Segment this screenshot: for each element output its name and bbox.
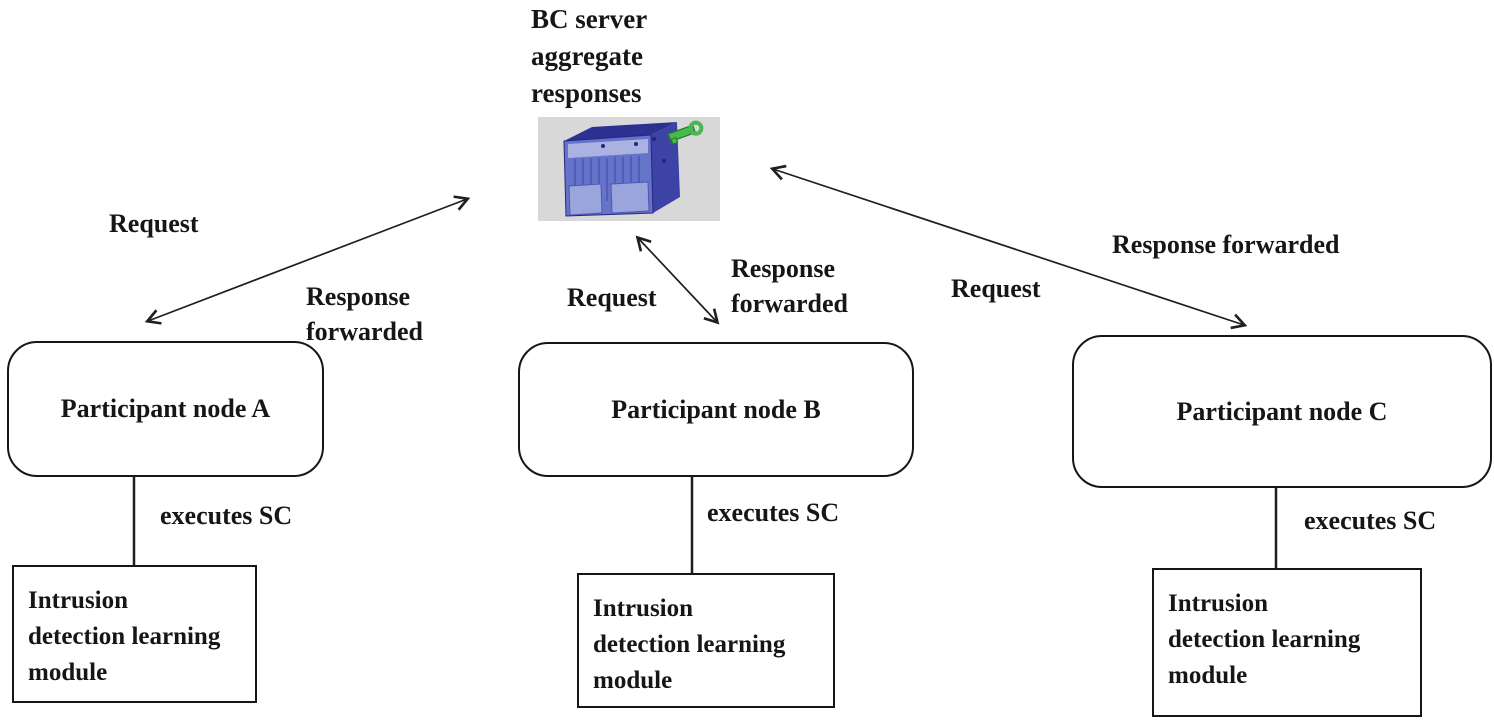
response-label-middle: Response forwarded bbox=[731, 254, 848, 318]
request-label-right: Request bbox=[951, 274, 1041, 303]
module-box-b: Intrusion detection learning module bbox=[577, 573, 835, 708]
participant-node-c: Participant node C bbox=[1072, 335, 1492, 488]
blockchain-server-icon bbox=[538, 117, 720, 221]
module-box-a: Intrusion detection learning module bbox=[12, 565, 257, 703]
module-box-c: Intrusion detection learning module bbox=[1152, 568, 1422, 717]
arrow-server-node-a bbox=[144, 195, 471, 325]
participant-node-a: Participant node A bbox=[7, 341, 324, 477]
executes-sc-label-b: executes SC bbox=[707, 498, 840, 527]
request-label-left: Request bbox=[109, 209, 199, 238]
server-caption: BC server aggregate responses bbox=[531, 4, 648, 108]
request-label-middle: Request bbox=[567, 283, 657, 312]
arrow-server-node-b bbox=[635, 235, 720, 325]
response-label-left: Response forwarded bbox=[306, 282, 423, 346]
arrow-server-node-c bbox=[769, 164, 1248, 330]
participant-node-b: Participant node B bbox=[518, 342, 914, 477]
executes-sc-label-a: executes SC bbox=[160, 501, 293, 530]
participant-node-a-label: Participant node A bbox=[60, 394, 271, 423]
response-label-right: Response forwarded bbox=[1112, 230, 1340, 259]
participant-node-c-label: Participant node C bbox=[1176, 396, 1388, 426]
participant-node-b-label: Participant node B bbox=[611, 394, 821, 424]
executes-sc-label-c: executes SC bbox=[1304, 506, 1437, 535]
